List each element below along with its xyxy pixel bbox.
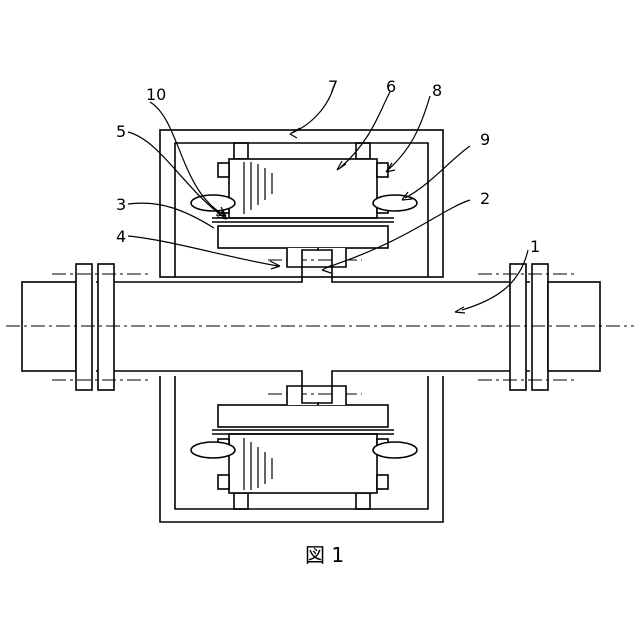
left-flange-inner [98, 264, 114, 390]
label-6: 6 [386, 77, 396, 96]
coil-end-left-bottom [191, 442, 235, 458]
right-flange-outer [532, 264, 548, 390]
rotor-hub-top-left [287, 248, 318, 267]
support-left-bottom [234, 493, 248, 509]
shaft-top-edge [96, 267, 530, 282]
right-flange-inner [510, 264, 526, 390]
rotor-plate-bottom [218, 405, 388, 427]
leader-8 [388, 96, 430, 170]
top-assembly [160, 130, 443, 277]
rotor-hub-bottom-left [287, 386, 318, 405]
label-8: 8 [432, 81, 442, 100]
bottom-assembly [160, 376, 443, 522]
support-right-bottom [356, 493, 370, 509]
shaft [22, 264, 600, 390]
leader-7 [292, 92, 332, 133]
figure-caption: 図 1 [305, 543, 344, 567]
label-9: 9 [480, 130, 490, 149]
coil-flange-top-left-upper [218, 163, 229, 177]
coil-end-right-top [373, 195, 417, 211]
label-2: 2 [480, 189, 490, 208]
support-right-top [356, 143, 370, 159]
rotor-plate-top [218, 226, 388, 248]
support-left-top [234, 143, 248, 159]
coil-end-right-bottom [373, 442, 417, 458]
coil-flange-top-right-upper [377, 163, 388, 177]
label-5: 5 [116, 122, 126, 141]
label-10: 10 [146, 85, 166, 104]
coil-flange-bottom-right-lower [377, 475, 388, 489]
coil-flange-bottom-left-lower [218, 475, 229, 489]
label-4: 4 [116, 227, 126, 246]
label-1: 1 [530, 237, 540, 256]
shaft-bottom-edge [96, 371, 530, 386]
leader-9 [405, 146, 470, 198]
label-7: 7 [328, 77, 338, 96]
left-flange-outer [76, 264, 92, 390]
rotor-hub-bottom-right [318, 386, 346, 405]
label-3: 3 [116, 195, 126, 214]
rotor-hub-top-right [318, 248, 346, 267]
